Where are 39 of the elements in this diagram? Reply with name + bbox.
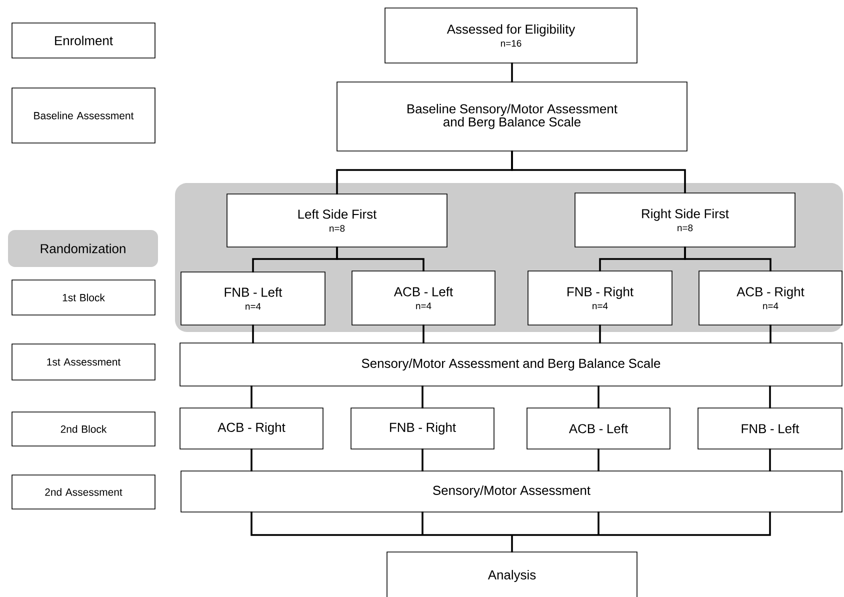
- connector-line: [422, 324, 424, 344]
- process-box: Sensory/Motor Assessment and Berg Balance Scale: [180, 342, 842, 386]
- process-box: ACB - Left: [526, 408, 670, 450]
- process-box: ACB - Right n=4: [698, 270, 842, 326]
- process-box: Left Side First n=8: [226, 194, 448, 248]
- connector-line: [511, 62, 513, 82]
- process-box: FNB - Right n=4: [528, 270, 672, 326]
- process-box: Baseline Sensory/Motor Assessment and Berg Balance Scale: [336, 82, 688, 152]
- connector-line: [770, 324, 772, 344]
- process-box: FNB - Right: [350, 408, 494, 450]
- connector-line: [511, 150, 686, 194]
- process-box: Right Side First n=8: [574, 192, 796, 248]
- connector-line: [336, 246, 424, 272]
- stage-label-box: Randomization: [8, 230, 158, 267]
- stage-label-box: 1st Assessment: [12, 344, 156, 380]
- connector-line: [684, 246, 772, 272]
- process-box: Sensory/Motor Assessment: [180, 470, 842, 512]
- connector-line: [250, 448, 252, 472]
- stage-label-box: 2nd Assessment: [12, 474, 156, 510]
- stage-label-box: 1st Block: [12, 280, 156, 316]
- process-box: FNB - Left: [698, 408, 842, 450]
- connector-line: [598, 386, 600, 408]
- connector-line: [250, 512, 771, 552]
- process-box: FNB - Left n=4: [180, 272, 326, 326]
- stage-label-box: Enrolment: [12, 22, 156, 58]
- process-box: Assessed for Eligibility n=16: [384, 8, 638, 64]
- process-box: ACB - Left n=4: [352, 270, 496, 326]
- stage-label-box: Baseline Assessment: [12, 88, 156, 144]
- connector-line: [598, 448, 600, 472]
- connector-line: [769, 386, 771, 408]
- process-box: Analysis: [386, 552, 638, 597]
- connector-line: [599, 324, 601, 344]
- connector-line: [422, 448, 424, 472]
- connector-line: [422, 386, 424, 408]
- connector-line: [252, 324, 254, 344]
- stage-label-box: 2nd Block: [12, 412, 156, 446]
- connector-line: [769, 448, 771, 472]
- connector-line: [250, 386, 252, 408]
- process-box: ACB - Right: [180, 408, 324, 450]
